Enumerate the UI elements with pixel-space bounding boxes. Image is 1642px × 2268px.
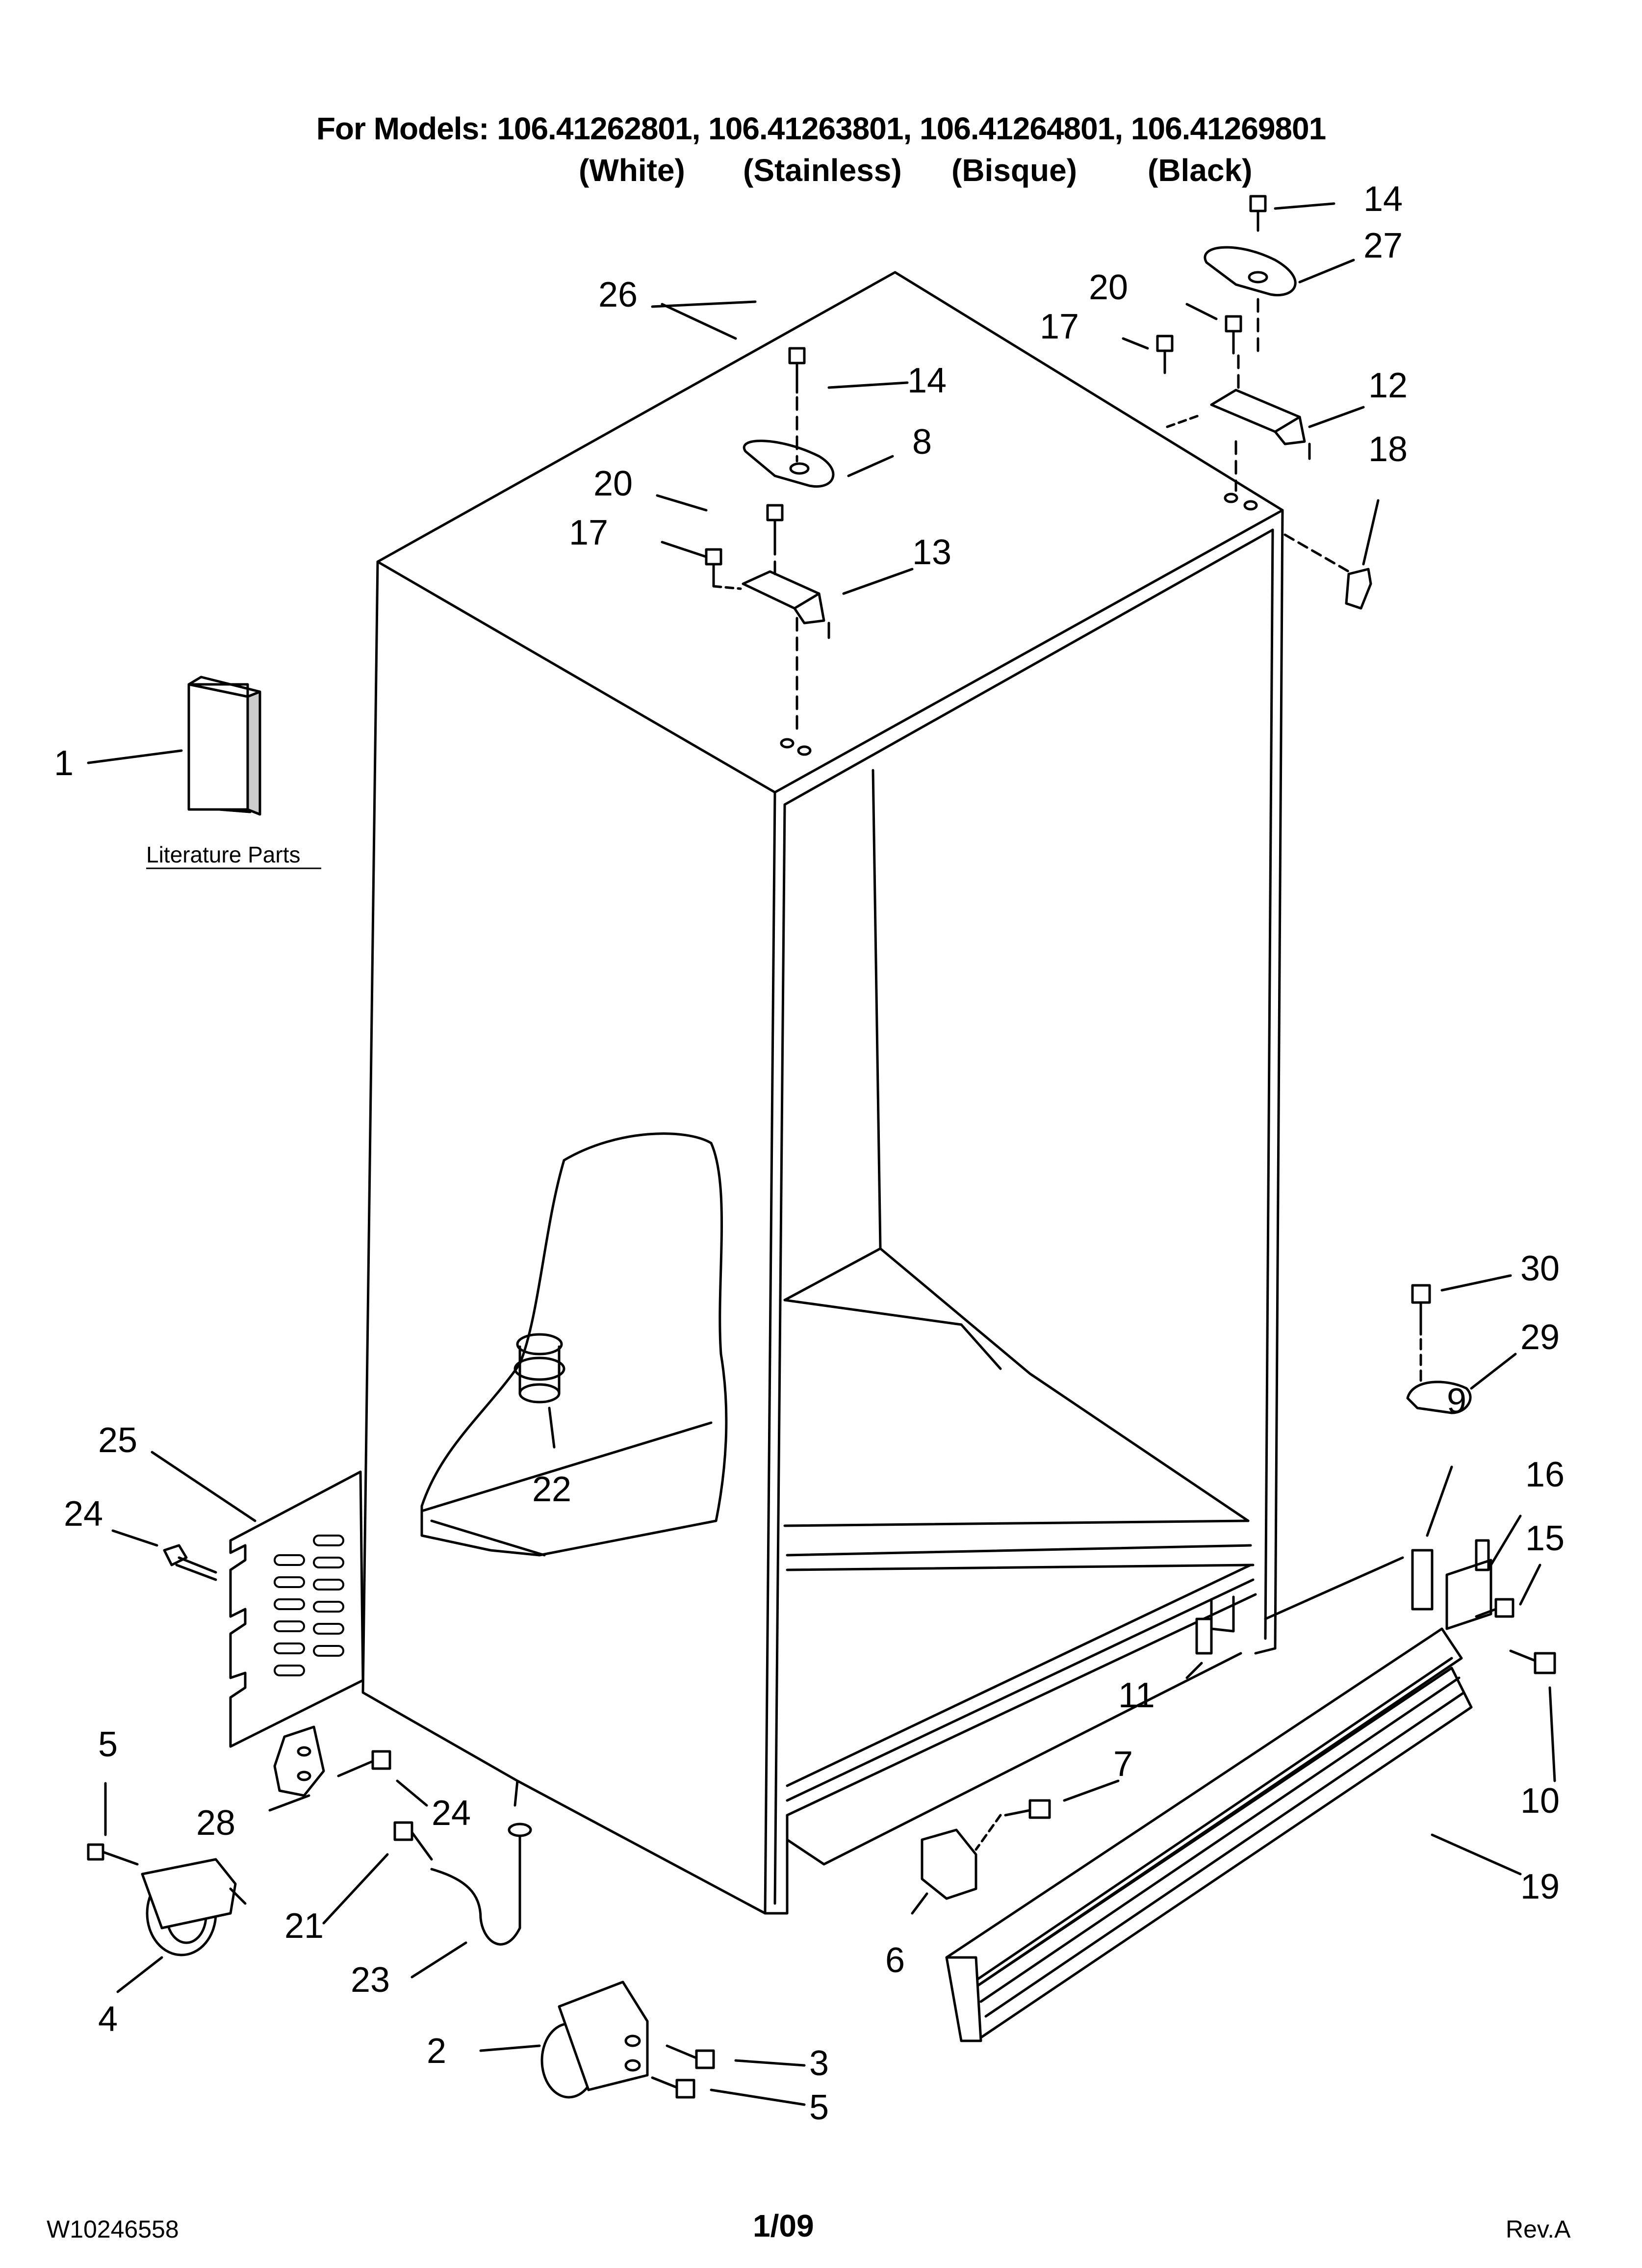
callout-28: 28 [196, 1803, 235, 1843]
callout-29: 29 [1520, 1318, 1560, 1357]
callout-19: 19 [1520, 1867, 1560, 1906]
callout-17-left: 17 [569, 513, 608, 552]
rear-roller-part-4 [141, 1858, 247, 1956]
hinge-cover-part-29 [1406, 1338, 1472, 1414]
callout-1: 1 [54, 744, 74, 783]
callout-17-right: 17 [1040, 307, 1079, 346]
left-top-hinge-assembly [705, 347, 835, 756]
callout-23: 23 [351, 1960, 390, 2000]
callout-27: 27 [1363, 226, 1403, 265]
models-header: For Models: 106.41262801, 106.41263801, … [316, 111, 1326, 146]
screw-part-7 [1004, 1799, 1051, 1819]
callout-5-left: 5 [98, 1725, 118, 1764]
front-roller-part-2 [540, 1981, 649, 2099]
hinge-pin-part-16 [1445, 1539, 1492, 1630]
callout-20-right: 20 [1089, 268, 1128, 307]
color-label-white: (White) [579, 153, 685, 188]
callout-12: 12 [1368, 366, 1408, 405]
callout-24-left: 24 [64, 1494, 103, 1534]
part-18-clip [1345, 568, 1372, 610]
callout-22: 22 [532, 1470, 571, 1509]
callout-16: 16 [1525, 1455, 1565, 1494]
callout-25: 25 [98, 1421, 137, 1460]
color-label-stainless: (Stainless) [743, 153, 902, 188]
screw-part-24-right [337, 1750, 391, 1777]
water-tube-part-23 [430, 1833, 521, 1946]
callout-labels: 1 2 3 4 5 5 6 7 8 9 10 11 12 13 14 14 15… [54, 180, 1565, 2127]
refrigerator-cabinet [361, 271, 1284, 1915]
document-number: W10246558 [47, 2216, 179, 2243]
callout-6: 6 [885, 1941, 905, 1980]
screw-part-21 [393, 1821, 433, 1861]
callout-2: 2 [427, 2032, 446, 2071]
rear-grille-part-25 [229, 1470, 364, 1748]
cabinet-cutaway [420, 1132, 728, 1557]
toe-grille-part-19 [945, 1627, 1473, 2042]
callout-21: 21 [284, 1906, 324, 1946]
callout-14-left: 14 [907, 361, 947, 400]
screw-part-24-left [163, 1544, 217, 1581]
clip-part-11 [1195, 1617, 1213, 1655]
callout-20-left: 20 [593, 464, 633, 503]
callout-26: 26 [598, 275, 638, 314]
callout-15: 15 [1525, 1519, 1565, 1558]
callout-14-right: 14 [1363, 180, 1403, 219]
page-number: 1/09 [753, 2208, 814, 2243]
callout-30: 30 [1520, 1249, 1560, 1288]
right-top-hinge-assembly [1156, 195, 1311, 511]
callout-8: 8 [912, 422, 932, 462]
callout-4: 4 [98, 2000, 118, 2039]
callout-10: 10 [1520, 1781, 1560, 1821]
screw-part-15 [1475, 1598, 1514, 1618]
color-label-black: (Black) [1148, 153, 1253, 188]
screw-part-5-left [87, 1843, 139, 1866]
revision-label: Rev.A [1506, 2216, 1571, 2243]
callout-9: 9 [1447, 1382, 1466, 1421]
literature-parts-label: Literature Parts [146, 842, 300, 867]
callout-18: 18 [1368, 430, 1408, 469]
screw-part-30 [1411, 1284, 1431, 1336]
bracket-part-6 [921, 1828, 977, 1900]
hinge-plate-part-9 [1411, 1549, 1434, 1611]
callout-7: 7 [1113, 1745, 1133, 1784]
screw-part-5-right [651, 2076, 695, 2099]
callout-24-right: 24 [432, 1794, 471, 1833]
callout-13: 13 [912, 533, 951, 572]
drain-fitting-part-22 [513, 1333, 565, 1404]
color-label-bisque: (Bisque) [951, 153, 1077, 188]
callout-leaders [87, 202, 1556, 2106]
bracket-part-28 [273, 1725, 325, 1797]
screw-part-10 [1509, 1649, 1556, 1674]
callout-3: 3 [809, 2044, 829, 2083]
literature-parts-booklet [187, 676, 261, 816]
callout-11: 11 [1118, 1676, 1155, 1715]
callout-5-right: 5 [809, 2088, 829, 2127]
screw-part-3 [666, 2044, 715, 2069]
